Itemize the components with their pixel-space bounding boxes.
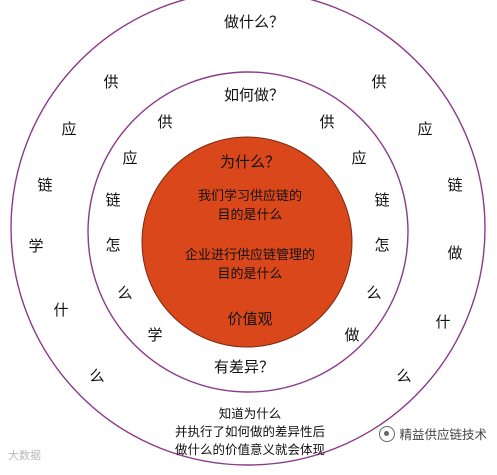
middle-left-char-6: 学	[147, 326, 162, 344]
middle-right-char-6: 做	[344, 326, 359, 344]
outer-right-char-1: 供	[371, 73, 386, 91]
outer-right-char-4: 做	[447, 244, 462, 262]
middle-right-char-3: 链	[374, 191, 389, 209]
middle-right-char-5: 么	[366, 284, 381, 302]
middle-left-char-3: 链	[105, 191, 120, 209]
middle-ring	[87, 71, 409, 393]
middle-right-char-2: 应	[351, 149, 366, 167]
outer-left-char-3: 链	[37, 176, 52, 194]
middle-ring-bottom-title: 有差异？	[214, 358, 274, 376]
brand-name: 精益供应链技术	[399, 427, 487, 442]
outer-right-char-6: 么	[396, 367, 411, 385]
core-line-1: 我们学习供应链的	[198, 188, 302, 204]
middle-right-char-1: 供	[319, 113, 334, 131]
outer-left-char-5: 什	[53, 301, 68, 319]
core-title: 为什么？	[220, 153, 280, 171]
core-line-3: 企业进行供应链管理的	[185, 247, 315, 263]
outer-left-char-2: 应	[61, 120, 76, 138]
core-bottom: 价值观	[227, 310, 272, 328]
outer-left-char-1: 供	[103, 73, 118, 91]
watermark-left: 大数据	[8, 447, 41, 463]
caption-line-3: 做什么的价值意义就会体现	[175, 442, 325, 457]
outer-right-char-5: 什	[435, 313, 450, 331]
outer-left-char-4: 学	[28, 237, 43, 255]
middle-left-char-2: 应	[122, 149, 137, 167]
caption-line-1: 知道为什么	[219, 406, 282, 421]
wechat-icon	[379, 425, 396, 442]
core-line-2: 目的是什么	[217, 207, 282, 223]
outer-ring-title: 做什么？	[224, 13, 284, 31]
brand-badge: 精益供应链技术	[379, 424, 487, 443]
middle-left-char-4: 怎	[105, 236, 120, 254]
core-circle	[141, 136, 353, 348]
outer-right-char-3: 链	[447, 176, 462, 194]
caption-line-2: 并执行了如何做的差异性后	[175, 424, 325, 439]
outer-ring	[10, 0, 486, 466]
outer-left-char-6: 么	[89, 367, 104, 385]
watermark-text: 大数据	[8, 449, 41, 462]
core-line-4: 目的是什么	[217, 266, 282, 282]
middle-right-char-4: 怎	[374, 236, 389, 254]
middle-ring-title: 如何做？	[224, 86, 284, 104]
middle-left-char-1: 供	[157, 113, 172, 131]
middle-left-char-5: 么	[117, 284, 132, 302]
outer-right-char-2: 应	[417, 120, 432, 138]
